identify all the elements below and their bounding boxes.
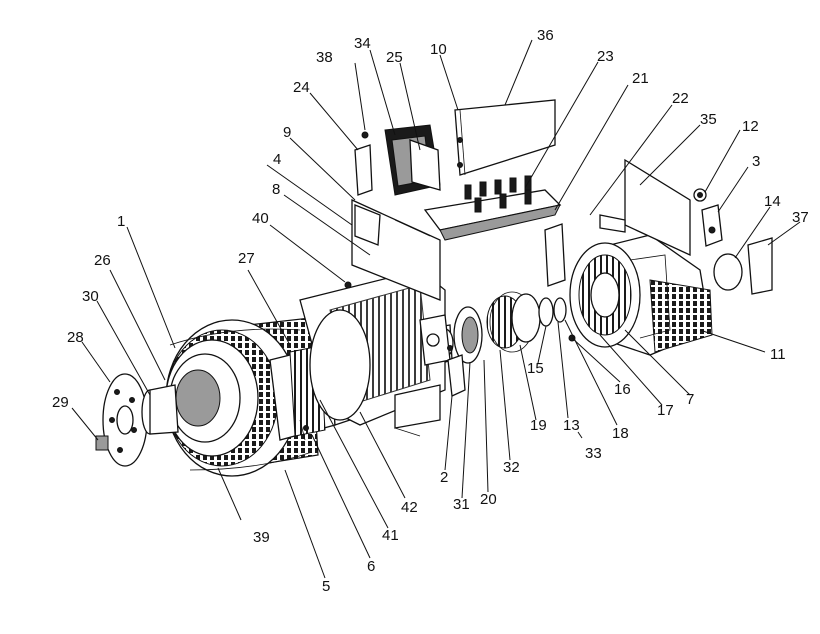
callout-21: 21 [632,70,649,87]
callout-38: 38 [316,49,333,66]
callout-35: 35 [700,111,717,128]
callout-30: 30 [82,288,99,305]
callout-37: 37 [792,209,809,226]
callout-3: 3 [752,153,760,170]
callout-36: 36 [537,27,554,44]
screws [303,281,453,431]
callout-32: 32 [503,459,520,476]
callout-13: 13 [563,417,580,434]
callout-23: 23 [597,48,614,65]
terminal-box-cover [454,99,556,176]
callout-29: 29 [52,394,69,411]
coupling-hub [141,384,179,435]
terminal-block [423,175,562,241]
exciter-end-housing [569,234,713,356]
small-hardware [693,188,773,295]
callout-10: 10 [430,41,447,58]
leader-lines [71,39,801,579]
callout-20: 20 [480,491,497,508]
avr-module [354,124,441,196]
callout-6: 6 [367,558,375,575]
callout-18: 18 [612,425,629,442]
mounting-bracket [544,223,566,287]
callout-1: 1 [117,213,125,230]
callout-42: 42 [401,499,418,516]
exciter-rotor [447,291,541,397]
callout-12: 12 [742,118,759,135]
callout-22: 22 [672,90,689,107]
callout-31: 31 [453,496,470,513]
callout-25: 25 [386,49,403,66]
callout-27: 27 [238,250,255,267]
callout-41: 41 [382,527,399,544]
callout-5: 5 [322,578,330,595]
callout-15: 15 [527,360,544,377]
callout-labels: 1 2 3 4 5 6 7 8 9 10 11 12 13 14 15 16 1… [52,27,809,595]
callout-33: 33 [585,445,602,462]
callout-19: 19 [530,417,547,434]
callout-24: 24 [293,79,310,96]
terminal-box-bracket [351,198,441,301]
callout-8: 8 [272,181,280,198]
callout-26: 26 [94,252,111,269]
callout-14: 14 [764,193,781,210]
callout-40: 40 [252,210,269,227]
callout-28: 28 [67,329,84,346]
callout-7: 7 [686,391,694,408]
callout-11: 11 [770,346,786,363]
bearing-rings [538,297,576,342]
callout-16: 16 [614,381,631,398]
callout-39: 39 [253,529,270,546]
callout-4: 4 [273,151,281,168]
callout-34: 34 [354,35,371,52]
callout-2: 2 [440,469,448,486]
callout-9: 9 [283,124,291,141]
coupling-disc [95,373,148,467]
callout-17: 17 [657,402,674,419]
